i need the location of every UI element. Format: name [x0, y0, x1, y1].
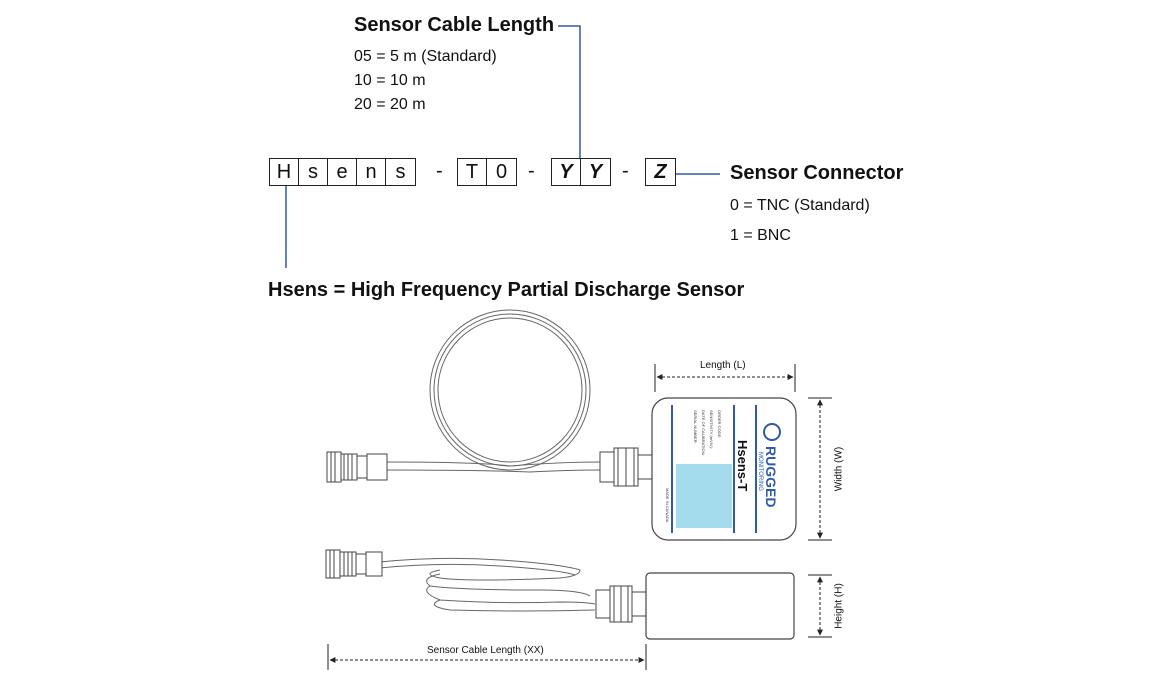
- cable-gland-top: [599, 447, 653, 487]
- part-code-char: T: [458, 159, 487, 185]
- part-code-char: s: [395, 160, 406, 183]
- part-code-char: H: [270, 159, 299, 185]
- part-code-char: Z: [654, 160, 667, 183]
- cable-length-leader: [558, 25, 581, 158]
- cable-connector-side-left: [325, 549, 383, 579]
- label-model: Hsens-T: [735, 440, 750, 491]
- length-label: Length (L): [700, 360, 746, 371]
- part-code-group-connector: Z: [645, 158, 676, 186]
- part-code-separator: -: [436, 160, 443, 182]
- width-label: Width (W): [833, 446, 845, 492]
- label-brand-sub: MONITORING: [757, 452, 763, 491]
- part-code-char: 0: [495, 160, 508, 183]
- cable-coil-side: [379, 557, 596, 612]
- part-code-separator: -: [528, 160, 535, 182]
- cable-length-dimension-label: Sensor Cable Length (XX): [427, 645, 544, 656]
- part-code-char: Y: [552, 159, 581, 185]
- sensor-housing-side: [645, 572, 795, 640]
- cable-length-options: 05 = 5 m (Standard) 10 = 10 m 20 = 20 m: [354, 45, 497, 117]
- label-field: DATE OF CALIBRATION:: [701, 410, 706, 456]
- connector-heading: Sensor Connector: [730, 162, 904, 184]
- cable-gland-side: [595, 585, 647, 623]
- part-code-separator: -: [622, 160, 629, 182]
- part-code-char: Y: [588, 160, 603, 183]
- label-field: SENSITIVITY (mV/V):: [709, 410, 714, 449]
- cable-length-heading: Sensor Cable Length: [354, 14, 555, 36]
- sensor-housing-top: RUGGED MONITORING Hsens-T ORDER CODE: SE…: [651, 397, 797, 541]
- cable-length-option: 20 = 20 m: [354, 96, 426, 113]
- cable-length-dimension: [327, 644, 647, 670]
- part-code-group-hsens: H s e n s: [269, 158, 416, 186]
- length-dimension: [654, 364, 796, 392]
- label-field: SERIAL NUMBER:: [693, 410, 698, 444]
- height-dimension: [808, 574, 832, 638]
- part-code-char: n: [357, 159, 386, 185]
- part-code-group-type: T 0: [457, 158, 517, 186]
- width-dimension: [808, 397, 832, 541]
- sensor-name: Hsens = High Frequency Partial Discharge…: [268, 279, 745, 301]
- cable-length-option: 10 = 10 m: [354, 72, 426, 89]
- label-field: ORDER CODE:: [717, 410, 722, 438]
- cable-coil-top: [385, 309, 601, 473]
- height-label: Height (H): [833, 583, 845, 629]
- part-code-char: s: [299, 159, 328, 185]
- connector-option: 0 = TNC (Standard): [730, 197, 870, 214]
- rugged-logo-icon: [763, 423, 781, 441]
- label-brand: RUGGED: [763, 446, 779, 507]
- part-code-group-cable: Y Y: [551, 158, 611, 186]
- label-made-in: MADE IN CANADA: [665, 488, 670, 523]
- part-code-char: e: [328, 159, 357, 185]
- connector-option: 1 = BNC: [730, 227, 791, 244]
- cable-length-option: 05 = 5 m (Standard): [354, 48, 497, 65]
- cable-connector-top-left: [326, 451, 388, 483]
